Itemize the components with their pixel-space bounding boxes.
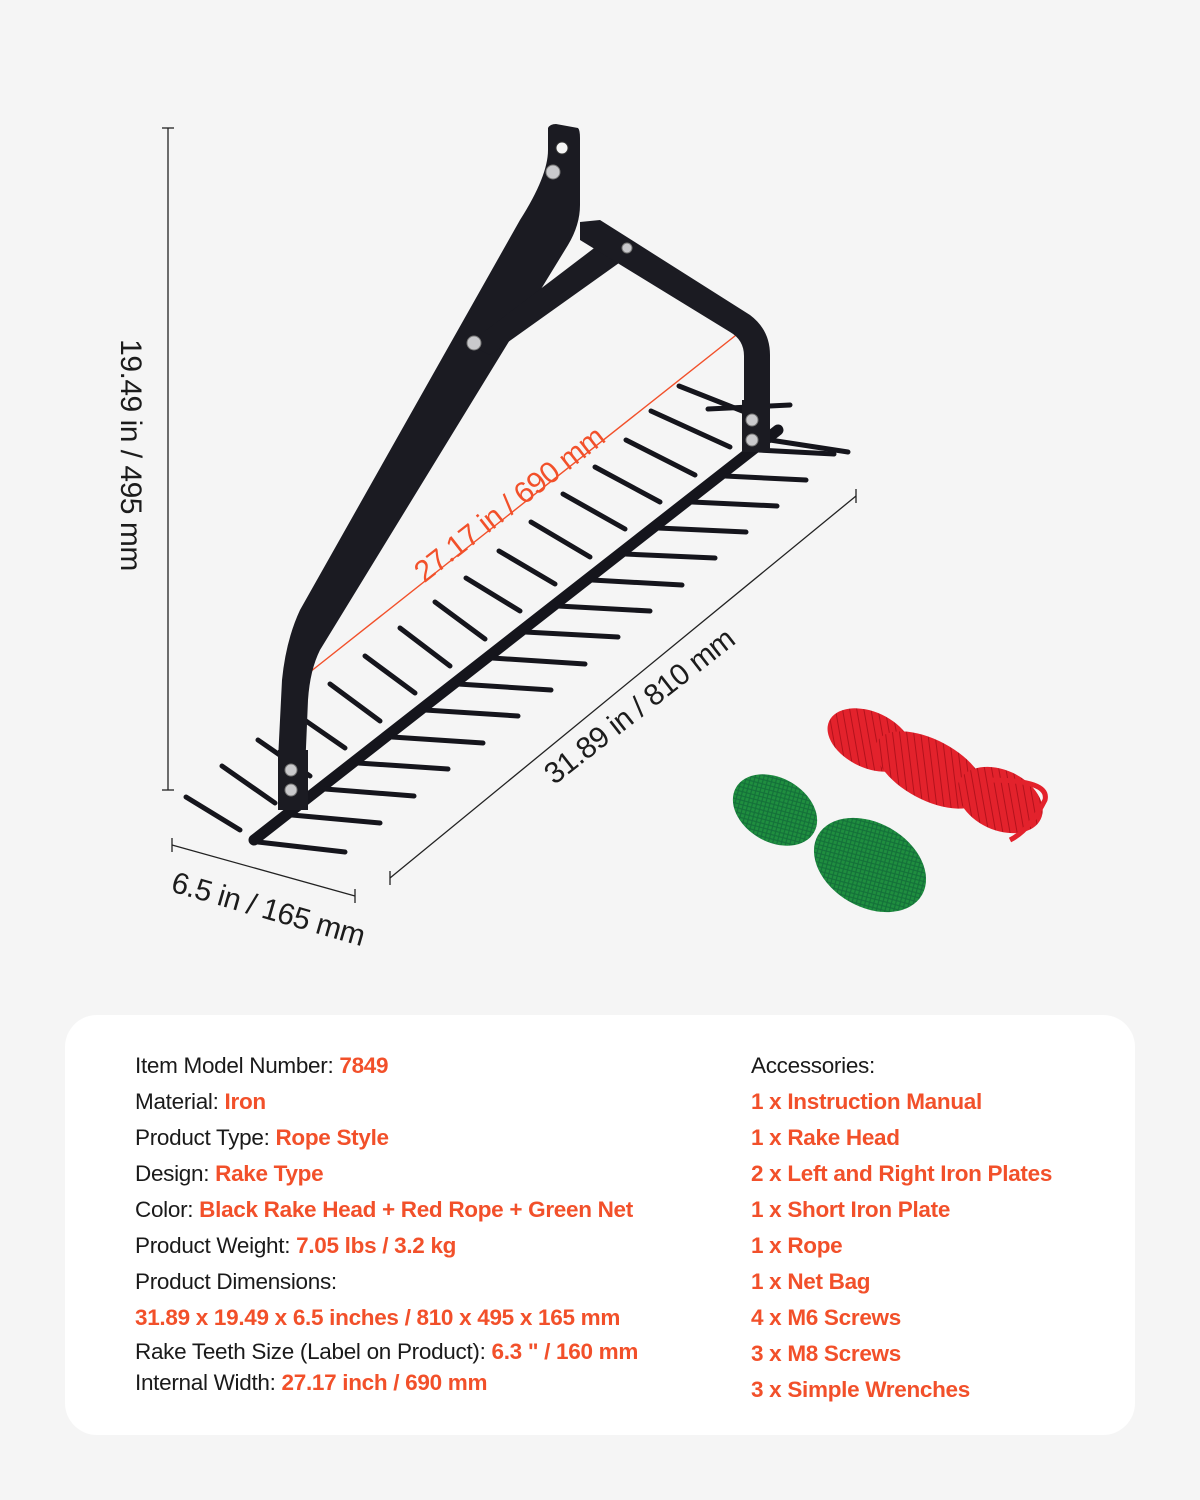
accessory-item: 4 x M6 Screws bbox=[751, 1305, 901, 1330]
spec-model: Item Model Number: 7849 bbox=[135, 1053, 389, 1078]
spec-dimensions-label: Product Dimensions: bbox=[135, 1269, 337, 1294]
spec-material: Material: Iron bbox=[135, 1089, 266, 1114]
spec-color: Color: Black Rake Head + Red Rope + Gree… bbox=[135, 1197, 633, 1222]
height-dimension-label: 19.49 in / 495 mm bbox=[114, 339, 147, 571]
product-figure: 19.49 in / 495 mm 27.17 in / 690 mm 31.8… bbox=[114, 124, 1048, 953]
green-net-bag bbox=[732, 774, 927, 913]
accessory-item: 3 x M8 Screws bbox=[751, 1341, 901, 1366]
accessory-item: 3 x Simple Wrenches bbox=[751, 1377, 970, 1402]
spec-internal-width: Internal Width: 27.17 inch / 690 mm bbox=[135, 1370, 488, 1395]
accessories-title: Accessories: bbox=[751, 1053, 875, 1078]
accessory-item: 1 x Short Iron Plate bbox=[751, 1197, 951, 1222]
spec-weight: Product Weight: 7.05 lbs / 3.2 kg bbox=[135, 1233, 457, 1258]
rake-teeth-front bbox=[255, 437, 851, 855]
spec-design: Design: Rake Type bbox=[135, 1161, 324, 1186]
accessories-list: Accessories: 1 x Instruction Manual 1 x … bbox=[751, 1048, 1111, 1408]
spec-teeth: Rake Teeth Size (Label on Product): 6.3 … bbox=[135, 1339, 639, 1364]
accessory-item: 2 x Left and Right Iron Plates bbox=[751, 1161, 1053, 1186]
rake-teeth-back bbox=[183, 383, 793, 833]
accessory-item: 1 x Net Bag bbox=[751, 1269, 871, 1294]
height-dimension-line bbox=[162, 127, 174, 791]
spec-dimensions-value: 31.89 x 19.49 x 6.5 inches / 810 x 495 x… bbox=[135, 1305, 621, 1330]
length-dimension-line bbox=[389, 489, 857, 885]
internal-width-line bbox=[309, 327, 746, 673]
red-rope-coil bbox=[827, 708, 1048, 843]
depth-dimension-line bbox=[171, 838, 356, 903]
rake-bar bbox=[248, 424, 784, 846]
accessory-item: 1 x Instruction Manual bbox=[751, 1089, 982, 1114]
accessory-item: 1 x Rake Head bbox=[751, 1125, 900, 1150]
spec-card: Item Model Number: 7849 Material: Iron P… bbox=[65, 1015, 1135, 1435]
spec-type: Product Type: Rope Style bbox=[135, 1125, 389, 1150]
rake-illustration bbox=[162, 124, 1048, 913]
accessory-item: 1 x Rope bbox=[751, 1233, 843, 1258]
spec-list: Item Model Number: 7849 Material: Iron P… bbox=[135, 1048, 755, 1398]
bolts bbox=[284, 141, 759, 797]
rake-frame bbox=[278, 124, 770, 810]
